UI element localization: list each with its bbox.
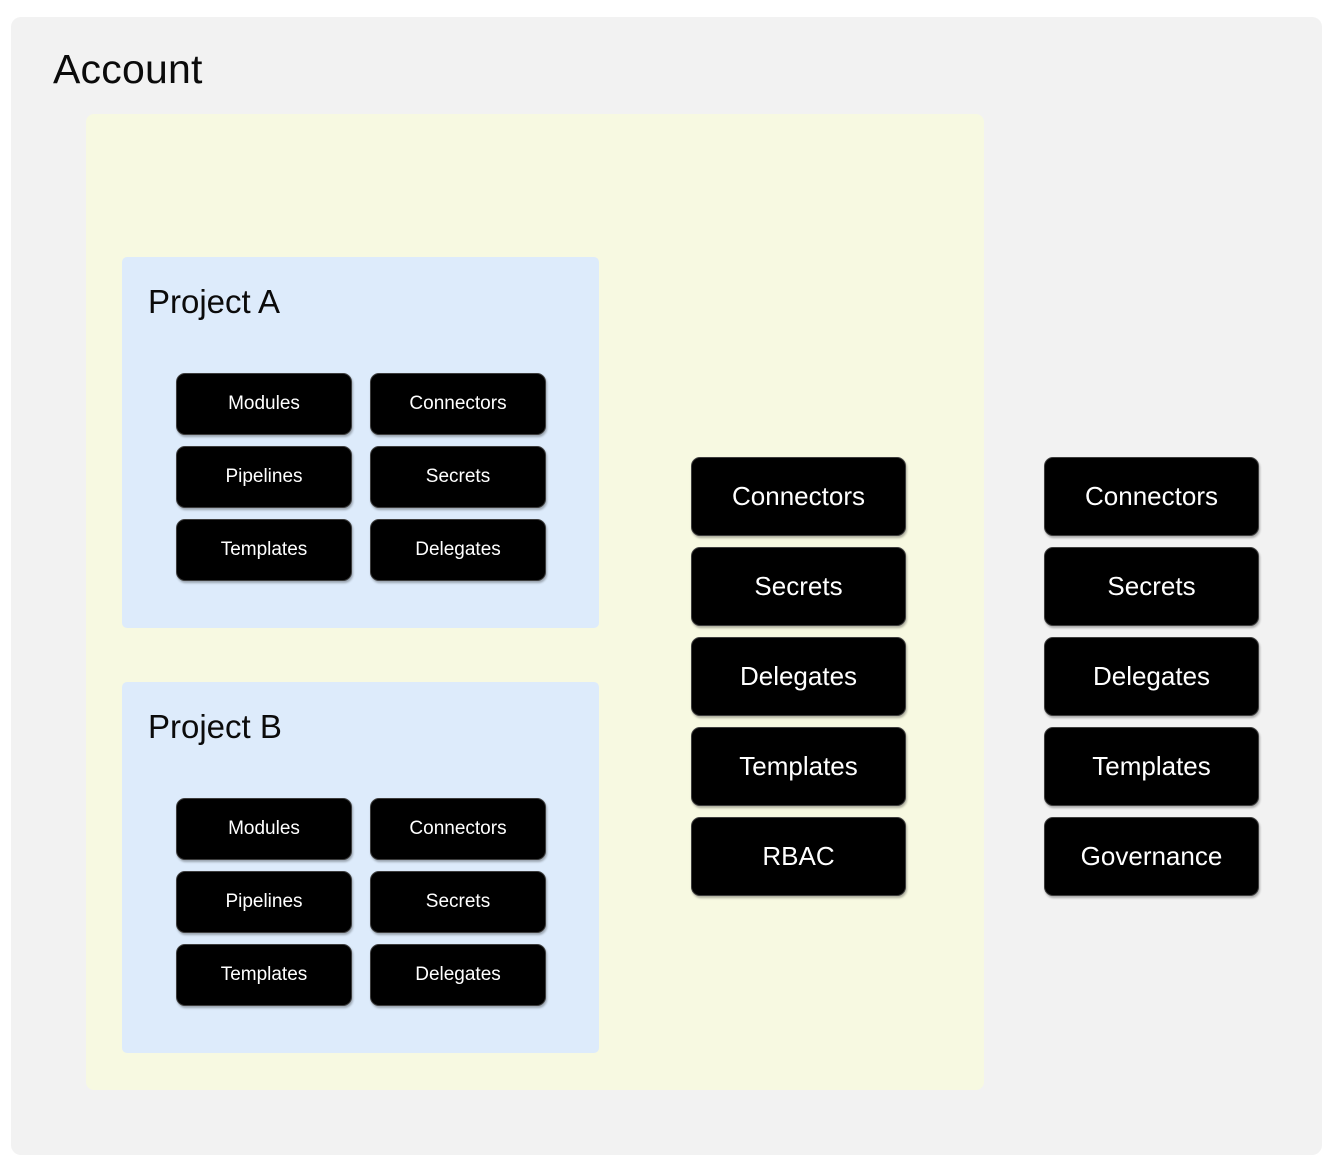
project-a-resource-grid: Modules Connectors Pipelines Secrets Tem… — [176, 373, 546, 581]
project-a-node-pipelines[interactable]: Pipelines — [176, 446, 352, 508]
project-b-node-secrets[interactable]: Secrets — [370, 871, 546, 933]
project-a-node-modules[interactable]: Modules — [176, 373, 352, 435]
account-node-connectors[interactable]: Connectors — [1044, 457, 1259, 536]
project-b-resource-grid: Modules Connectors Pipelines Secrets Tem… — [176, 798, 546, 1006]
project-b-node-delegates[interactable]: Delegates — [370, 944, 546, 1006]
account-title: Account — [53, 46, 203, 92]
org-node-delegates[interactable]: Delegates — [691, 637, 906, 716]
org-node-rbac[interactable]: RBAC — [691, 817, 906, 896]
account-scope-container: Account Org Project A Modules Connectors… — [11, 17, 1322, 1155]
org-node-templates[interactable]: Templates — [691, 727, 906, 806]
account-node-templates[interactable]: Templates — [1044, 727, 1259, 806]
project-b-node-pipelines[interactable]: Pipelines — [176, 871, 352, 933]
org-scope-resource-column: Connectors Secrets Delegates Templates R… — [691, 457, 906, 896]
project-a-node-connectors[interactable]: Connectors — [370, 373, 546, 435]
project-a-node-templates[interactable]: Templates — [176, 519, 352, 581]
account-node-delegates[interactable]: Delegates — [1044, 637, 1259, 716]
project-a-container: Project A Modules Connectors Pipelines S… — [122, 257, 599, 628]
project-b-node-modules[interactable]: Modules — [176, 798, 352, 860]
project-a-node-delegates[interactable]: Delegates — [370, 519, 546, 581]
project-b-node-connectors[interactable]: Connectors — [370, 798, 546, 860]
account-node-secrets[interactable]: Secrets — [1044, 547, 1259, 626]
project-a-title: Project A — [148, 283, 281, 320]
account-scope-resource-column: Connectors Secrets Delegates Templates G… — [1044, 457, 1259, 896]
project-b-node-templates[interactable]: Templates — [176, 944, 352, 1006]
project-b-container: Project B Modules Connectors Pipelines S… — [122, 682, 599, 1053]
project-b-title: Project B — [148, 708, 282, 745]
org-node-connectors[interactable]: Connectors — [691, 457, 906, 536]
org-node-secrets[interactable]: Secrets — [691, 547, 906, 626]
project-a-node-secrets[interactable]: Secrets — [370, 446, 546, 508]
account-node-governance[interactable]: Governance — [1044, 817, 1259, 896]
